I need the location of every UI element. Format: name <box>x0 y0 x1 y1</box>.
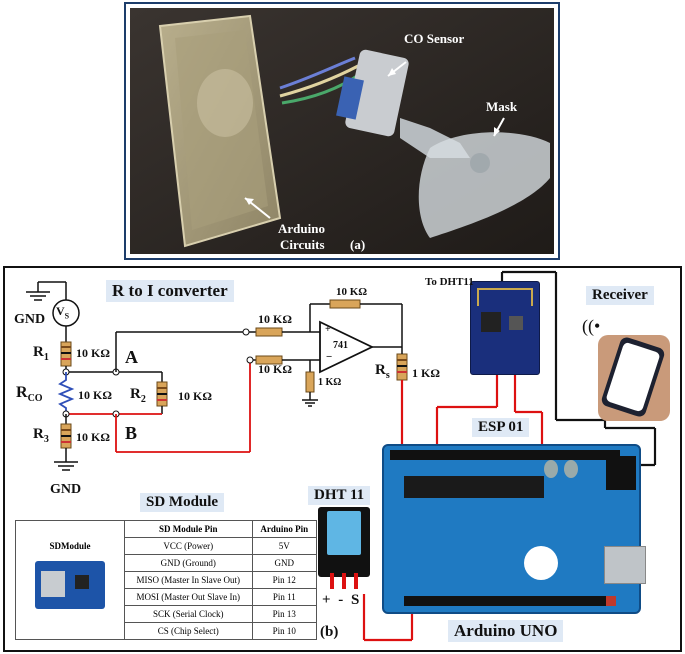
receiver-label: Receiver <box>586 286 654 305</box>
sd-row-arduino-pin: Pin 10 <box>251 622 318 640</box>
opamp-plus: + <box>325 324 331 335</box>
vs-label: VS <box>56 304 70 321</box>
wifi-icon: ((• <box>582 316 601 336</box>
sd-row-arduino-pin: GND <box>251 554 318 572</box>
sd-row-pin: VCC (Power) <box>124 537 253 555</box>
arduino-header-top <box>390 450 620 460</box>
sd-module-title: SD Module <box>140 493 225 512</box>
mask-shape <box>418 132 550 238</box>
arduino-header-bottom <box>404 596 614 606</box>
rs-label: Rs <box>375 362 390 381</box>
photo-panel: CO Sensor Mask Arduino Circuits (a) <box>124 2 560 260</box>
node-a-label: A <box>125 347 138 367</box>
rco-sensor-resistor <box>57 372 75 414</box>
opamp-ground-resistor-value: 1 KΩ <box>318 377 342 388</box>
table-row: VCC (Power)5V <box>16 537 318 555</box>
arduino-uno-board <box>382 444 646 614</box>
dht11-pins-label: + - S <box>322 592 360 608</box>
circuit-panel <box>3 266 682 652</box>
rco-value: 10 KΩ <box>78 388 112 402</box>
sd-row-arduino-pin: Pin 11 <box>251 588 318 606</box>
sd-module-table: SDModule SD Module Pin Arduino Pin VCC (… <box>15 520 318 640</box>
panel-b-label: (b) <box>320 624 339 640</box>
sd-row-pin: MOSI (Master Out Slave In) <box>124 588 253 606</box>
sd-row-arduino-pin: Pin 13 <box>251 605 318 623</box>
panel-a-label: (a) <box>350 237 366 252</box>
esp01-module <box>470 281 540 375</box>
receiver-phone <box>600 335 666 419</box>
arduino-label-line1: Arduino <box>278 221 325 236</box>
arduino-label-line2: Circuits <box>280 237 325 252</box>
node-b-label: B <box>125 423 138 443</box>
r2-value: 10 KΩ <box>178 389 212 403</box>
table-row: GND (Ground)GND <box>16 554 318 572</box>
sd-row-pin: GND (Ground) <box>124 554 253 572</box>
ground-symbol-bottom <box>54 461 78 471</box>
gnd-label-bottom: GND <box>50 482 82 497</box>
r2-label: R2 <box>130 386 146 405</box>
sd-module-image <box>35 561 105 609</box>
receiver-hand <box>598 335 670 421</box>
feedback-resistor-value: 10 KΩ <box>336 286 368 298</box>
sd-row-arduino-pin: 5V <box>251 537 318 555</box>
arduino-reset-button <box>606 596 616 606</box>
sd-module-table-wrap: SDModule SD Module Pin Arduino Pin VCC (… <box>15 520 318 644</box>
opamp-input-bottom-value: 10 KΩ <box>258 362 292 376</box>
sd-row-arduino-pin: Pin 12 <box>251 571 318 589</box>
arduino-uno-label: Arduino UNO <box>448 620 564 642</box>
r-to-i-title: R to I converter <box>106 280 234 302</box>
sd-row-pin: SCK (Serial Clock) <box>124 605 253 623</box>
r1-label: R1 <box>33 344 49 363</box>
dht11-grille <box>327 511 361 555</box>
device-photo-drawing <box>130 8 554 254</box>
device-photo <box>130 8 554 254</box>
arduino-logo <box>524 546 558 580</box>
opamp-input-resistor-top <box>255 327 283 337</box>
rco-label: RCO <box>16 384 43 405</box>
arduino-mcu-chip <box>404 476 544 498</box>
dht11-sensor <box>318 507 370 589</box>
table-row: CS (Chip Select)Pin 10 <box>16 622 318 640</box>
opamp-input-top-value: 10 KΩ <box>258 312 292 326</box>
opamp-741 <box>319 320 375 374</box>
dht11-label: DHT 11 <box>308 486 371 505</box>
r1-value: 10 KΩ <box>76 346 110 360</box>
opamp-ground-resistor <box>305 371 315 393</box>
to-dht11-label: To DHT11 <box>425 276 474 288</box>
sd-row-pin: CS (Chip Select) <box>124 622 253 640</box>
r3-label: R3 <box>33 426 49 445</box>
mask-label: Mask <box>486 99 518 114</box>
ground-symbol-top <box>26 281 67 301</box>
esp01-antenna <box>477 288 533 306</box>
sd-table-header-pin: SD Module Pin <box>124 520 253 538</box>
arduino-power-jack <box>606 456 636 490</box>
sd-table-header-arduino: Arduino Pin <box>251 520 318 538</box>
rs-value: 1 KΩ <box>412 366 440 380</box>
feedback-resistor <box>329 299 361 309</box>
table-row: MOSI (Master Out Slave In)Pin 11 <box>16 588 318 606</box>
sd-module-image-cell: SDModule <box>15 520 125 640</box>
r3-value: 10 KΩ <box>76 430 110 444</box>
sd-row-pin: MISO (Master In Slave Out) <box>124 571 253 589</box>
arduino-usb-port <box>604 546 646 584</box>
opamp-minus: − <box>326 351 333 363</box>
gnd-label-top: GND <box>14 312 46 327</box>
sd-module-image-label: SDModule <box>49 541 91 551</box>
opamp-label: 741 <box>333 340 348 351</box>
co-sensor-label: CO Sensor <box>404 31 465 46</box>
esp01-label: ESP 01 <box>472 418 530 437</box>
esp01-chip <box>481 312 501 332</box>
